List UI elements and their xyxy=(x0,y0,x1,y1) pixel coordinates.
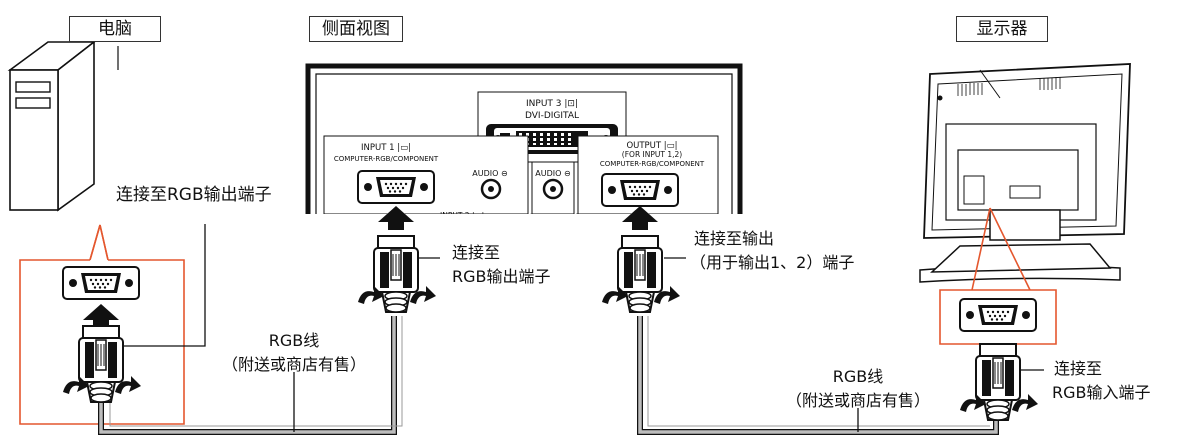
input3-sub: DVI-DIGITAL xyxy=(525,111,579,121)
monitor-vga-port xyxy=(959,298,1037,332)
output-sub1: (FOR INPUT 1,2) xyxy=(622,150,682,159)
rgb-cable-left xyxy=(98,316,403,435)
input1-cable-plug xyxy=(357,235,437,313)
cable-left-label-1: RGB线 xyxy=(268,331,320,350)
monitor-cable-plug xyxy=(959,343,1039,421)
input1-sub: COMPUTER-RGB/COMPONENT xyxy=(334,155,439,163)
input1-vga-port xyxy=(357,170,435,204)
proj-connect-label-2: RGB输出端子 xyxy=(452,267,551,286)
leader-lines xyxy=(124,224,1044,432)
audio1-label: AUDIO ⊖ xyxy=(472,169,507,178)
pc-rgb-out-label: 连接至RGB输出端子 xyxy=(116,185,272,205)
projector-side-panel: INPUT 3 |⊡| DVI-DIGITAL INPUT 1 |▭| COMP… xyxy=(300,63,750,228)
output-sub2: COMPUTER-RGB/COMPONENT xyxy=(600,160,705,168)
output-cable-plug xyxy=(601,235,681,313)
output-vga-port xyxy=(601,173,679,207)
computer-tower-icon xyxy=(7,40,119,212)
monitor-title: 显示器 xyxy=(956,16,1048,42)
monitor-connect-label-1: 连接至 xyxy=(1054,359,1103,378)
pc-vga-port xyxy=(62,266,140,300)
pc-cable-plug xyxy=(62,325,142,403)
monitor-icon xyxy=(919,63,1131,283)
cable-left-label-2: （附送或商店有售） xyxy=(221,355,366,374)
rgb-cable-right xyxy=(637,316,999,435)
output-connect-label-1: 连接至输出 xyxy=(694,229,775,248)
pc-insert-arrow xyxy=(83,304,119,328)
callout-monitor xyxy=(939,207,1057,345)
output-title: OUTPUT |▭| xyxy=(626,141,677,151)
monitor-connect-label-2: RGB输入端子 xyxy=(1052,383,1151,402)
computer-title: 电脑 xyxy=(69,16,161,42)
input3-title: INPUT 3 |⊡| xyxy=(526,99,578,109)
cable-right-label-2: （附送或商店有售） xyxy=(785,391,930,410)
proj-connect-label-1: 连接至 xyxy=(452,243,501,262)
callout-computer xyxy=(19,224,185,425)
input1-title: INPUT 1 |▭| xyxy=(361,143,411,153)
side-view-title: 侧面视图 xyxy=(309,16,403,42)
cable-right-label-1: RGB线 xyxy=(832,367,884,386)
audio2-label: AUDIO ⊖ xyxy=(535,169,570,178)
output-connect-label-2: （用于输出1、2）端子 xyxy=(690,253,855,272)
